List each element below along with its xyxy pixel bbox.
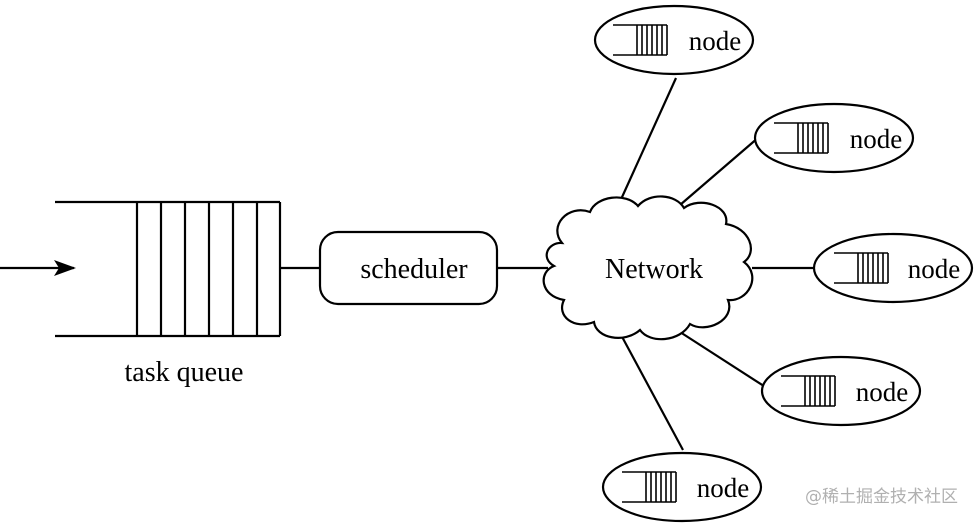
network-to-node-5-line — [619, 332, 684, 451]
network-label: Network — [605, 254, 703, 285]
node-2: node — [753, 102, 915, 174]
connector-lines — [280, 77, 815, 451]
node-3: node — [812, 232, 974, 304]
node-queue-icon — [622, 471, 677, 503]
node-ellipse — [593, 4, 755, 76]
node-ellipse — [760, 355, 922, 427]
node-queue-icon — [613, 24, 668, 56]
scheduler-label: scheduler — [360, 254, 468, 285]
network-to-node-1-line — [616, 77, 678, 207]
node-label: node — [689, 26, 742, 56]
node-1: node — [593, 4, 755, 76]
node-label: node — [856, 377, 909, 407]
watermark-text: @稀土掘金技术社区 — [805, 487, 958, 507]
scheduler-box — [318, 230, 499, 306]
node-label: node — [697, 473, 750, 503]
node-ellipse — [812, 232, 974, 304]
node-queue-icon — [834, 252, 889, 284]
task-queue-label: task queue — [125, 357, 244, 388]
node-queue-icon — [781, 375, 836, 407]
node-label: node — [908, 254, 961, 284]
node-ellipse — [601, 451, 763, 523]
network-to-node-4-line — [679, 331, 771, 391]
task-queue — [55, 200, 282, 338]
node-5: node — [601, 451, 763, 523]
network-cloud — [542, 195, 754, 341]
node-queue-icon — [774, 122, 829, 154]
node-ellipse — [753, 102, 915, 174]
network-to-node-2-line — [679, 136, 760, 206]
node-4: node — [760, 355, 922, 427]
node-label: node — [850, 124, 903, 154]
